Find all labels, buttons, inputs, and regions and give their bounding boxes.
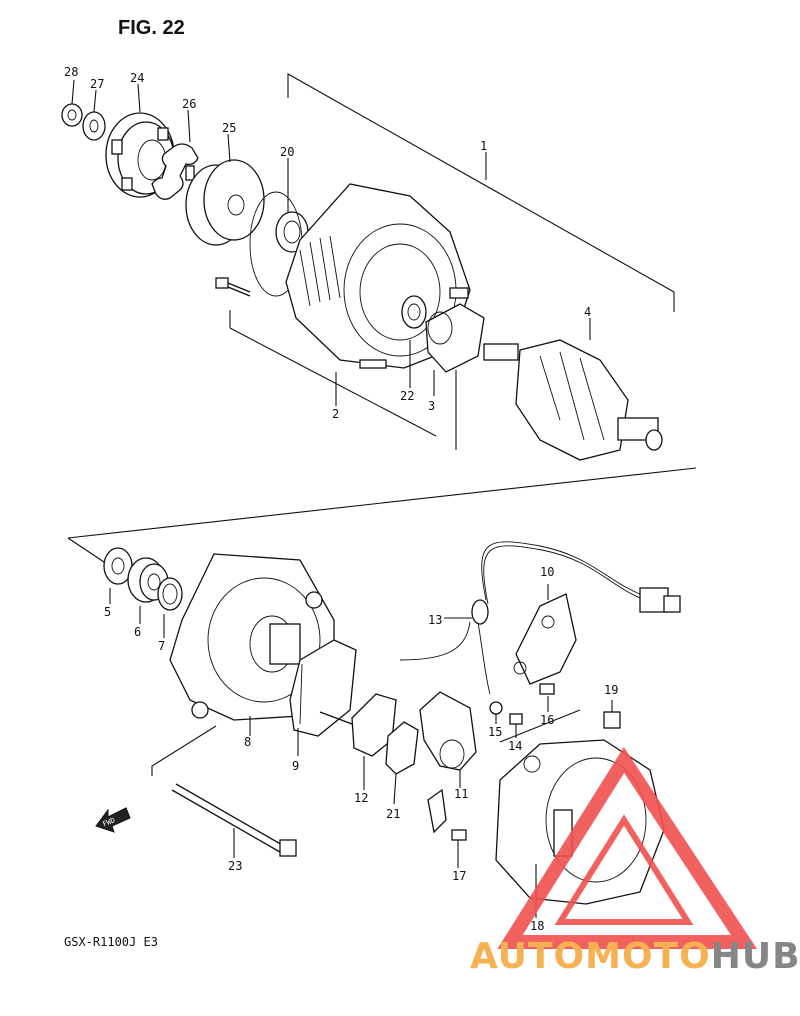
watermark-text-b: HUB [711, 936, 800, 977]
part-screw-16 [539, 683, 555, 695]
callout-25: 25 [222, 121, 236, 135]
callout-3: 3 [428, 399, 435, 413]
part-damper-26 [151, 143, 199, 200]
wire-harness [481, 541, 641, 601]
callout-6: 6 [134, 625, 141, 639]
callout-15: 15 [488, 725, 502, 739]
part-nut-19 [603, 711, 621, 729]
callout-2: 2 [332, 407, 339, 421]
part-rear-housing-8 [169, 553, 335, 721]
part-clip [427, 788, 447, 834]
callout-27: 27 [90, 77, 104, 91]
svg-text:AUTOMOTOHUB: AUTOMOTOHUB [470, 936, 800, 977]
fwd-arrow: FWD [95, 807, 131, 833]
callout-28: 28 [64, 65, 78, 79]
callout-20: 20 [280, 145, 294, 159]
callout-11: 11 [454, 787, 468, 801]
figure-title: FIG. 22 [118, 17, 185, 39]
watermark-text-a: AUTOMOTO [470, 936, 711, 977]
callout-7: 7 [158, 639, 165, 653]
callout-10: 10 [540, 565, 554, 579]
model-label: GSX-R1100J E3 [64, 935, 158, 949]
callout-22: 22 [400, 389, 414, 403]
part-ring-7 [157, 577, 183, 611]
watermark-logo: AUTOMOTOHUB [470, 747, 800, 977]
part-rotor-4 [483, 339, 663, 461]
callout-18: 18 [530, 919, 544, 933]
callout-8: 8 [244, 735, 251, 749]
part-screw-17 [451, 829, 467, 841]
callout-13: 13 [428, 613, 442, 627]
upper-assembly [61, 73, 675, 461]
callout-24: 24 [130, 71, 144, 85]
callout-9: 9 [292, 759, 299, 773]
callout-4: 4 [584, 305, 591, 319]
group-separator-line [67, 467, 697, 539]
part-nut-15 [489, 701, 503, 715]
part-bolt-upper [215, 277, 251, 297]
callout-16: 16 [540, 713, 554, 727]
part-nut-28 [61, 103, 83, 127]
callout-1: 1 [480, 139, 487, 153]
callout-21: 21 [386, 807, 400, 821]
lower-assembly [103, 541, 681, 918]
callout-5: 5 [104, 605, 111, 619]
callout-19: 19 [604, 683, 618, 697]
part-seal-22 [401, 295, 427, 329]
part-plate-3 [425, 303, 485, 373]
part-coupler-24 [105, 112, 175, 198]
part-regulator-11 [419, 691, 477, 771]
part-cushion-25 [185, 159, 265, 246]
callout-23: 23 [228, 859, 242, 873]
part-washer-27 [82, 111, 106, 141]
callout-12: 12 [354, 791, 368, 805]
part-insulator-21 [385, 721, 419, 775]
callout-26: 26 [182, 97, 196, 111]
callout-14: 14 [508, 739, 522, 753]
part-bracket-10 [513, 593, 577, 685]
callout-17: 17 [452, 869, 466, 883]
part-screw-14 [509, 713, 523, 725]
part-through-bolt-23 [171, 783, 297, 857]
lower-group-bracket [151, 725, 217, 776]
